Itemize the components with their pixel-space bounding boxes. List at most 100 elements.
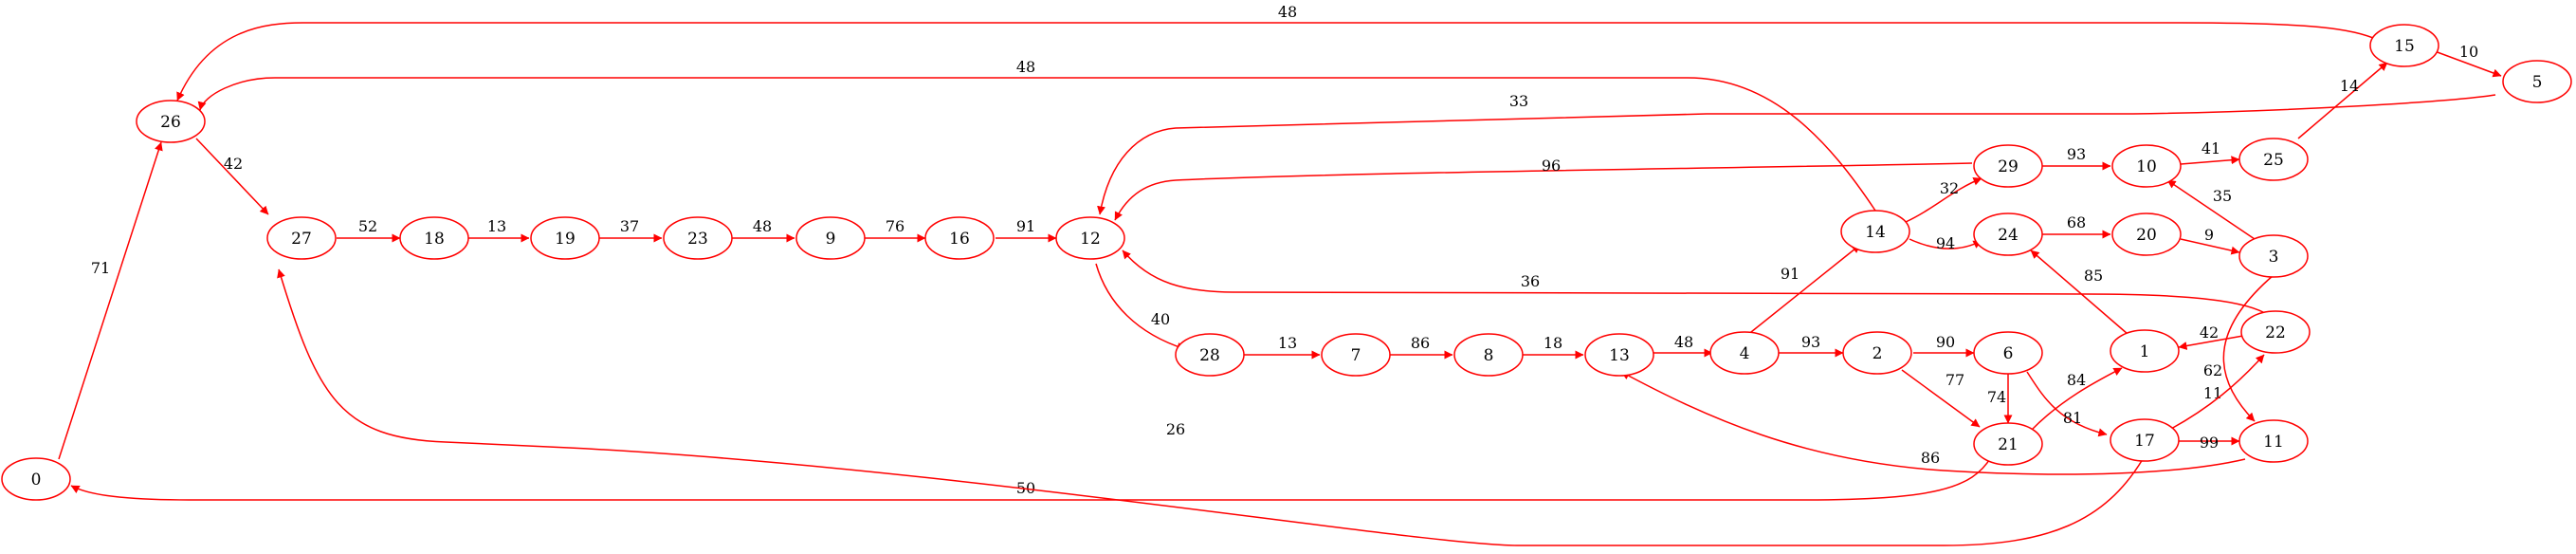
node-label: 3	[2269, 248, 2279, 267]
edge-25-15: 14	[2297, 62, 2388, 139]
node-label: 22	[2265, 323, 2286, 342]
graph-node[interactable]: 26	[136, 100, 206, 143]
graph-node[interactable]: 2	[1842, 331, 1912, 375]
edge-15-5: 10	[2434, 43, 2502, 78]
edge-17-11: 99	[2179, 434, 2240, 452]
edge-8-13: 18	[1523, 334, 1584, 360]
edge-27-18: 52	[337, 217, 401, 243]
node-label: 8	[1484, 346, 1494, 365]
edge-weight-label: 48	[753, 217, 772, 235]
edge-weight-label: 10	[2459, 43, 2478, 61]
edge-4-14: 91	[1745, 244, 1861, 337]
edge-21-1: 84	[2030, 367, 2123, 432]
edge-weight-label: 71	[91, 259, 110, 277]
edge-weight-label: 76	[886, 217, 904, 235]
graph-node[interactable]: 25	[2238, 138, 2309, 181]
edge-14-24: 94	[1909, 234, 1982, 252]
edge-weight-label: 93	[1801, 333, 1820, 351]
edge-weight-label: 68	[2067, 213, 2086, 231]
edge-20-3: 9	[2180, 226, 2240, 255]
graph-node[interactable]: 21	[1973, 422, 2043, 466]
edge-1-24: 85	[2030, 249, 2128, 335]
edge-11-13: 86	[1620, 371, 2246, 475]
edge-5-12: 33	[1097, 92, 2496, 215]
node-label: 9	[826, 230, 836, 249]
edge-18-19: 13	[468, 217, 530, 243]
edge-23-9: 48	[732, 217, 795, 243]
node-label: 7	[1351, 346, 1361, 365]
graph-node[interactable]: 4	[1709, 331, 1780, 375]
graph-node[interactable]: 0	[1, 457, 71, 501]
node-label: 10	[2136, 157, 2157, 176]
edge-weight-label: 91	[1016, 217, 1035, 235]
edge-weight-label: 77	[1946, 371, 1964, 389]
graph-node[interactable]: 5	[2502, 60, 2572, 103]
edge-weight-label: 26	[1166, 420, 1185, 438]
edge-weight-label: 91	[1781, 265, 1800, 283]
graph-node[interactable]: 3	[2238, 234, 2309, 278]
graph-node[interactable]: 14	[1840, 210, 1910, 253]
edge-weight-label: 90	[1936, 333, 1955, 351]
graph-node[interactable]: 18	[399, 216, 469, 260]
graph-node[interactable]: 22	[2240, 310, 2311, 354]
edge-weight-label: 11	[2203, 384, 2222, 402]
edge-weight-label: 36	[1521, 272, 1540, 290]
edge-weight-label: 33	[1509, 92, 1528, 110]
graph-node[interactable]: 6	[1973, 331, 2043, 375]
edge-weight-label: 40	[1151, 310, 1170, 328]
edge-17-22: 62	[2170, 354, 2265, 430]
edge-weight-label: 35	[2213, 187, 2232, 205]
node-layer: 0 1 2 3 4 5 6 7 8 9 10 11 12 13 14 15 16…	[1, 24, 2572, 501]
node-label: 17	[2134, 432, 2155, 451]
edge-22-12: 36	[1122, 249, 2275, 320]
graph-node[interactable]: 23	[663, 216, 733, 260]
graph-node[interactable]: 11	[2238, 419, 2309, 463]
edge-weight-label: 74	[1987, 388, 2006, 406]
edge-weight-label: 14	[2340, 77, 2359, 95]
node-label: 13	[1609, 346, 1630, 365]
graph-node[interactable]: 27	[266, 216, 337, 260]
node-label: 28	[1199, 346, 1220, 365]
node-label: 4	[1740, 344, 1750, 363]
graph-node[interactable]: 15	[2369, 24, 2439, 67]
node-label: 26	[160, 113, 181, 132]
graph-node[interactable]: 19	[530, 216, 600, 260]
graph-node[interactable]: 20	[2111, 212, 2182, 256]
edge-29-10: 93	[2042, 145, 2111, 171]
graph-node[interactable]: 7	[1321, 333, 1391, 377]
graph-node[interactable]: 16	[924, 216, 995, 260]
edge-2-21: 77	[1901, 369, 1981, 428]
node-label: 5	[2532, 73, 2543, 92]
node-label: 29	[1998, 157, 2019, 176]
edge-24-20: 68	[2042, 213, 2111, 239]
node-label: 14	[1865, 223, 1886, 242]
edge-15-26: 48	[176, 3, 2379, 102]
edge-29-12: 96	[1114, 157, 1973, 221]
graph-node[interactable]: 17	[2110, 418, 2180, 462]
edge-layer: 48 10 48 33 42 71 52	[58, 3, 2502, 546]
edge-weight-label: 42	[224, 155, 243, 173]
edge-weight-label: 85	[2084, 267, 2103, 285]
graph-node[interactable]: 10	[2111, 144, 2182, 188]
graph-node[interactable]: 28	[1175, 333, 1245, 377]
edge-weight-label: 62	[2203, 361, 2222, 379]
edge-weight-label: 86	[1921, 449, 1940, 467]
edge-weight-label: 48	[1674, 333, 1693, 351]
graph-node[interactable]: 12	[1055, 216, 1125, 260]
node-label: 21	[1998, 435, 2019, 454]
edge-weight-label: 48	[1278, 3, 1297, 21]
edge-weight-label: 86	[1411, 334, 1430, 352]
edge-weight-label: 52	[358, 217, 377, 235]
edge-weight-label: 42	[2200, 323, 2219, 342]
node-label: 27	[291, 230, 312, 249]
edge-weight-label: 41	[2201, 139, 2220, 157]
graph-node[interactable]: 29	[1973, 144, 2043, 188]
graph-node[interactable]: 8	[1453, 333, 1524, 377]
edge-6-21: 74	[1987, 374, 2013, 424]
graph-node[interactable]: 13	[1584, 333, 1654, 377]
graph-node[interactable]: 1	[2110, 329, 2180, 373]
edge-weight-label: 48	[1016, 58, 1035, 76]
graph-node[interactable]: 24	[1973, 212, 2043, 256]
graph-node[interactable]: 9	[795, 216, 866, 260]
edge-22-1: 42	[2178, 323, 2244, 350]
